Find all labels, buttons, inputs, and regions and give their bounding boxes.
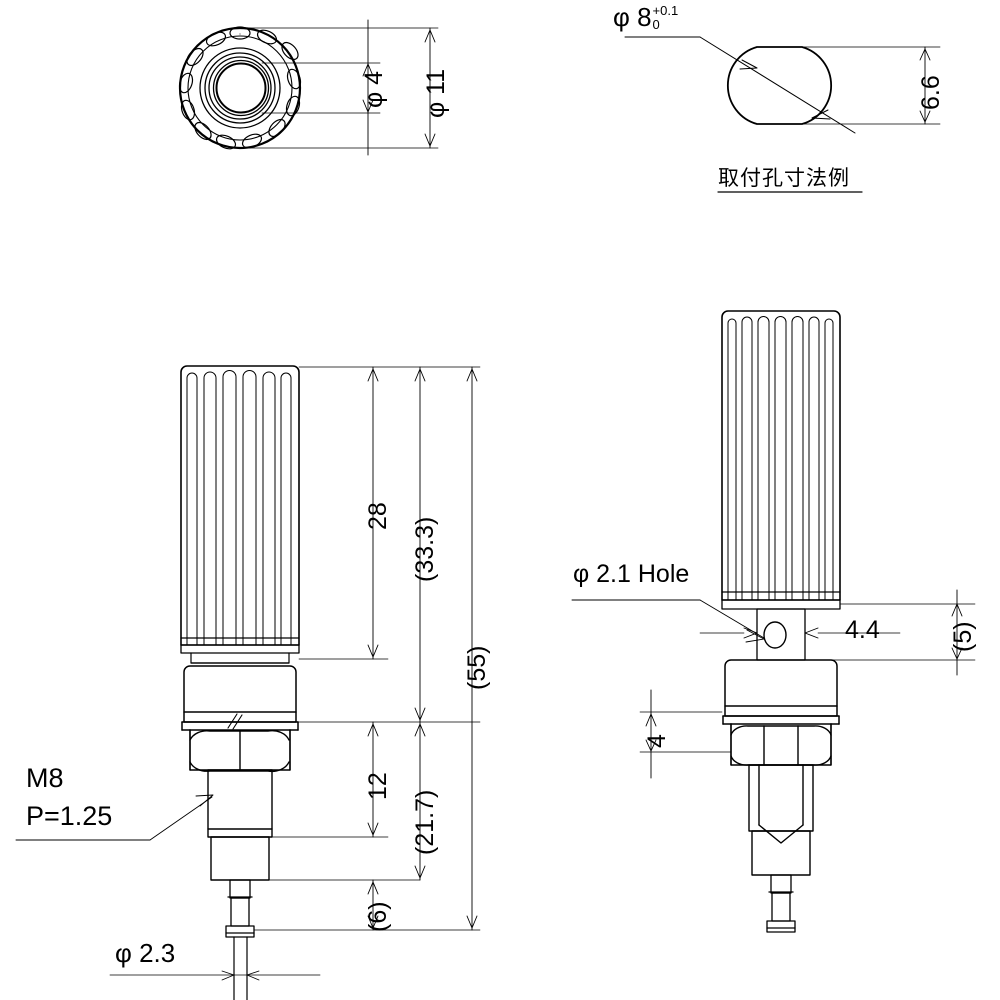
mounting-hole-caption: 取付孔寸法例 [718, 166, 850, 190]
dim-label-dia4: φ 4 [360, 70, 388, 108]
mounting-hole-extension-lines [799, 46, 941, 125]
mounting-hole-geometry [726, 46, 833, 125]
dia8-tol-lower: 0 [652, 16, 660, 32]
dim-label-flat66: 6.6 [917, 75, 945, 110]
knob-flutes-side [727, 316, 834, 601]
dim-line-4 [645, 689, 657, 779]
dim-line-44 [699, 627, 901, 639]
knurl-scallops [178, 26, 302, 150]
dim-label-5: (5) [949, 621, 977, 652]
dim-line-dia4 [362, 19, 374, 156]
dim-label-55: (55) [463, 645, 491, 690]
dim-line-28 [367, 366, 379, 660]
dim-line-5 [951, 589, 963, 676]
dim-line-dia11 [424, 27, 436, 149]
dim-label-dia23: φ 2.3 [115, 938, 176, 968]
dim-label-44: 4.4 [845, 616, 880, 644]
dim-line-333 [414, 366, 426, 723]
front-view-geometry [180, 365, 300, 1000]
dim-label-28: 28 [364, 502, 392, 530]
mounting-hole-leader [624, 36, 856, 134]
dim-label-6: (6) [364, 901, 392, 932]
dim-label-333: (33.3) [411, 516, 439, 582]
dim-line-55 [466, 366, 478, 931]
side-view-geometry [721, 310, 841, 933]
dia8-tol-upper: +0.1 [652, 3, 679, 18]
dim-line-12 [367, 721, 379, 838]
dim-label-217: (21.7) [411, 789, 439, 855]
thread-callout-leader [15, 794, 214, 841]
dim-label-dia11: φ 11 [422, 68, 450, 118]
thread-callout-line1: M8 [26, 763, 64, 793]
side-view-extension-lines [639, 603, 976, 753]
front-view-extension-lines [253, 366, 481, 931]
dim-line-6 [367, 879, 379, 931]
knob-flutes-front [186, 370, 292, 646]
dim-line-217 [414, 721, 426, 881]
knob-end-view-geometry [178, 26, 302, 150]
dim-label-12: 12 [364, 772, 392, 800]
dim-label-4: 4 [643, 734, 671, 748]
dim-line-flat66 [919, 46, 931, 125]
hole-callout-leader [571, 599, 765, 643]
end-view-extension-lines [239, 27, 439, 149]
hole-callout-label: φ 2.1 Hole [573, 560, 690, 588]
dia8-value: φ 8 [613, 2, 652, 32]
dim-line-dia23 [109, 939, 321, 1000]
thread-callout-line2: P=1.25 [26, 801, 113, 831]
